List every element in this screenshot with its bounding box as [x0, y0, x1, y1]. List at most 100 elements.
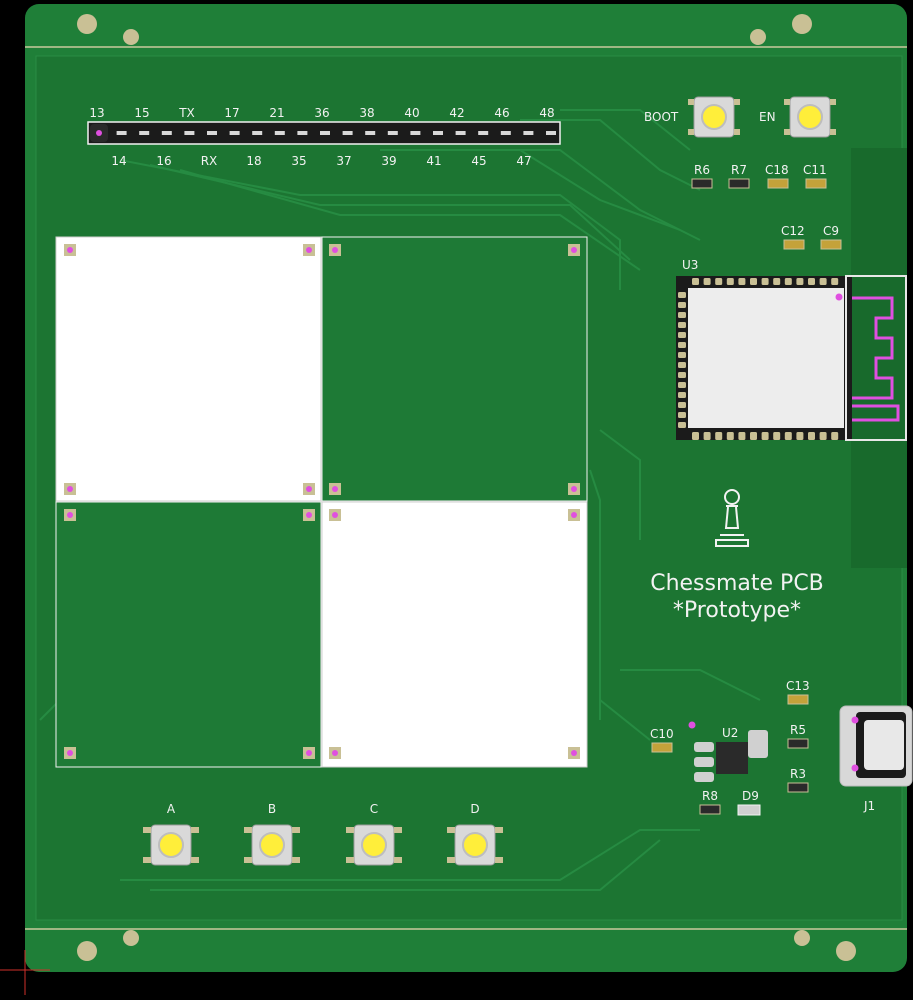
mounting-hole — [792, 14, 812, 34]
c9-capacitor — [820, 239, 842, 250]
header-pin-label: 36 — [314, 106, 329, 120]
mounting-hole — [836, 941, 856, 961]
header-pin — [116, 131, 127, 135]
sensor-pad-dot — [332, 512, 338, 518]
sensor-pad-dot — [67, 486, 73, 492]
j1-label: J1 — [863, 799, 875, 813]
module-pad — [831, 278, 839, 285]
module-pad — [678, 402, 686, 408]
r6-resistor — [691, 178, 713, 189]
header-pin — [161, 131, 172, 135]
header-pin-label: 38 — [359, 106, 374, 120]
header-pin — [546, 131, 556, 135]
module-pad — [726, 278, 734, 285]
module-pad — [703, 432, 711, 440]
header-pin-label: 46 — [494, 106, 509, 120]
u2-pin1-dot — [688, 721, 696, 729]
c18-capacitor — [767, 178, 789, 189]
button-c[interactable] — [346, 824, 402, 866]
d9-diode — [737, 804, 761, 816]
r8-label: R8 — [702, 789, 718, 803]
header-pin — [207, 131, 217, 135]
header-pin-label: 48 — [539, 106, 554, 120]
module-pad — [678, 312, 686, 318]
boot-button[interactable] — [688, 96, 740, 138]
header-pin-label: 15 — [134, 106, 149, 120]
header-pin — [252, 131, 263, 135]
header-pin — [455, 131, 466, 135]
button-label: B — [268, 802, 276, 816]
board-subtitle: *Prototype* — [673, 598, 801, 623]
chess-pawn-icon — [715, 489, 749, 547]
en-button[interactable] — [784, 96, 836, 138]
sensor-pad-dot — [306, 486, 312, 492]
sensor-pad-dot — [306, 512, 312, 518]
header-pin-label: 47 — [516, 154, 531, 168]
u2-label: U2 — [722, 726, 738, 740]
c11-capacitor — [805, 178, 827, 189]
chess-square-dark — [55, 501, 322, 768]
header-pin-label: 45 — [471, 154, 486, 168]
header-pin — [433, 131, 443, 135]
sensor-pad-dot — [332, 247, 338, 253]
c11-label: C11 — [803, 163, 827, 177]
module-pad — [773, 278, 781, 285]
r5-label: R5 — [790, 723, 806, 737]
u3-label: U3 — [682, 258, 698, 272]
module-pad — [678, 382, 686, 388]
header-pin-label: 41 — [426, 154, 441, 168]
header-pin — [410, 131, 421, 135]
header-pin — [387, 131, 398, 135]
button-b[interactable] — [244, 824, 300, 866]
header-pin-label: 18 — [246, 154, 261, 168]
button-d[interactable] — [447, 824, 503, 866]
module-pad — [678, 362, 686, 368]
u2-pin — [694, 742, 714, 752]
button-label: C — [370, 802, 378, 816]
sensor-pad-dot — [332, 486, 338, 492]
u2-regulator — [716, 742, 748, 774]
smd-parts-top: R6 R7 C18 C11 C12 C9 — [691, 163, 842, 250]
chess-square-dark — [321, 236, 588, 502]
header-pin-label: 13 — [89, 106, 104, 120]
module-pad — [750, 278, 757, 285]
module-pad — [819, 432, 827, 440]
module-pad — [692, 278, 699, 285]
header-pin — [320, 131, 330, 135]
module-pad — [761, 432, 769, 440]
c18-label: C18 — [765, 163, 789, 177]
header-pin-label: 16 — [156, 154, 171, 168]
module-pad — [678, 412, 686, 418]
header-pin-label: 21 — [269, 106, 284, 120]
r6-label: R6 — [694, 163, 710, 177]
header-pin-label: 40 — [404, 106, 419, 120]
module-pad — [692, 432, 699, 440]
header-pin — [365, 131, 376, 135]
mounting-holes — [77, 14, 856, 961]
sensor-pad-dot — [571, 247, 577, 253]
header-pin-label: 39 — [381, 154, 396, 168]
mounting-hole — [77, 941, 97, 961]
en-label: EN — [759, 110, 776, 124]
c9-label: C9 — [823, 224, 839, 238]
sensor-pad-dot — [306, 247, 312, 253]
board-title: Chessmate PCB — [650, 571, 824, 596]
module-pad — [715, 278, 723, 285]
module-pad — [784, 432, 792, 440]
module-pad — [678, 292, 686, 298]
mounting-hole — [123, 29, 139, 45]
c10-label: C10 — [650, 727, 674, 741]
c12-label: C12 — [781, 224, 805, 238]
r7-resistor — [728, 178, 750, 189]
module-pad — [784, 278, 792, 285]
sensor-pad-dot — [571, 512, 577, 518]
sensor-pad-dot — [571, 486, 577, 492]
u2-pin — [694, 772, 714, 782]
button-a[interactable] — [143, 824, 199, 866]
header-pin-label: 37 — [336, 154, 351, 168]
usb-c-connector[interactable] — [839, 705, 913, 787]
origin-marker — [0, 950, 50, 995]
header-pin-label: 35 — [291, 154, 306, 168]
module-pad — [773, 432, 781, 440]
